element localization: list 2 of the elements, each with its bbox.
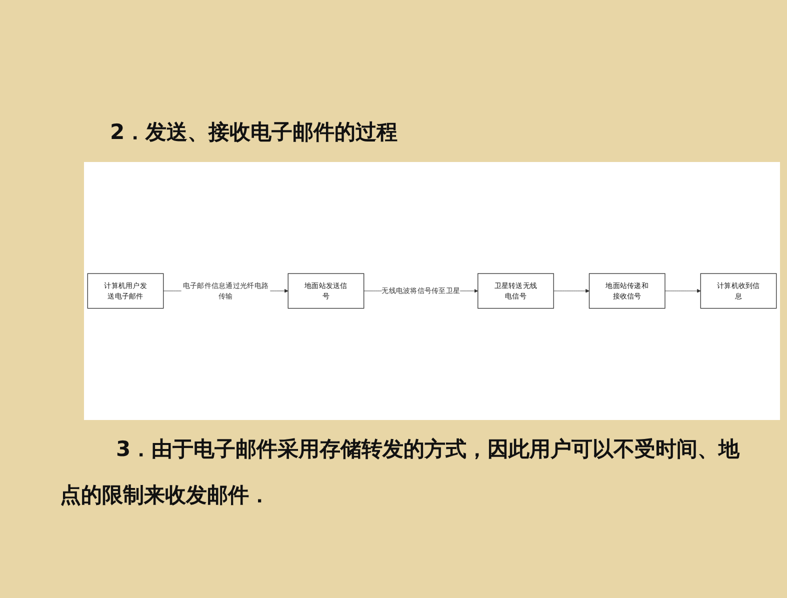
note-text: 3．由于电子邮件采用存储转发的方式，因此用户可以不受时间、地点的限制来收发邮件．	[60, 436, 740, 509]
diagram-title: 2．发送、接收电子邮件的过程	[110, 119, 398, 146]
